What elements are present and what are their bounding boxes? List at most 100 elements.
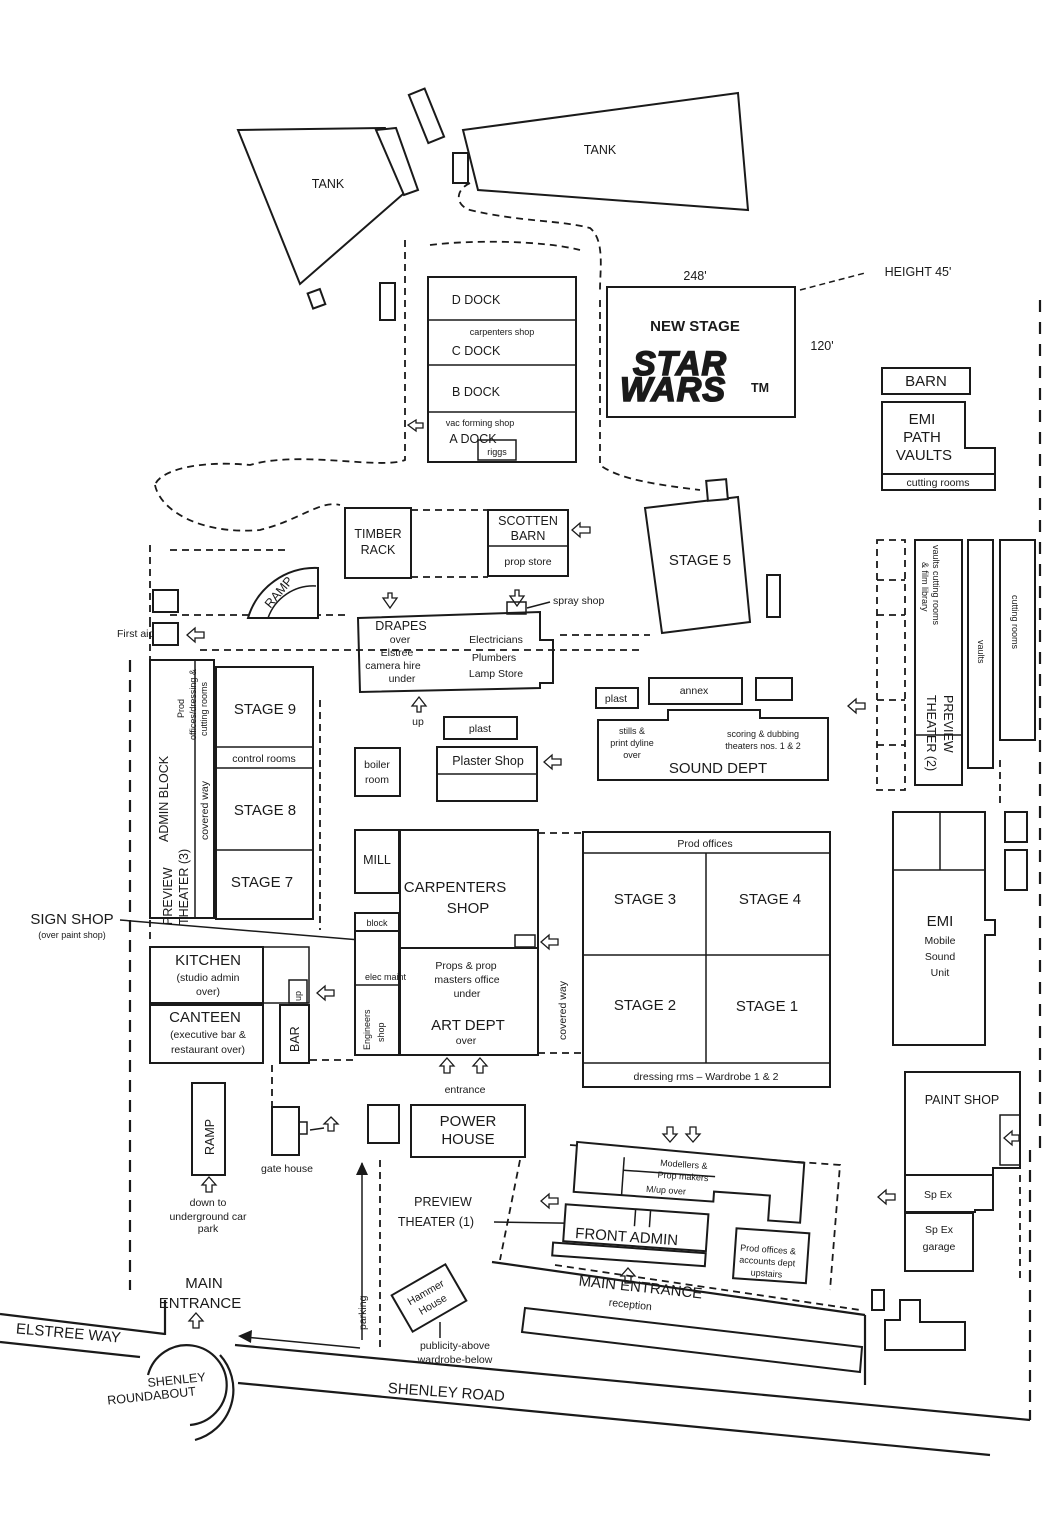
svg-text:dressing rms – Wardrobe 1 & 2: dressing rms – Wardrobe 1 & 2 bbox=[634, 1071, 779, 1083]
parking-label: parking bbox=[357, 1295, 369, 1330]
svg-text:STAGE 5: STAGE 5 bbox=[669, 552, 731, 569]
svg-text:offices/dressing &: offices/dressing & bbox=[188, 669, 198, 740]
svg-text:MILL: MILL bbox=[363, 853, 391, 867]
sign-shop-pointer bbox=[119, 919, 361, 941]
first-aid-hut bbox=[152, 622, 179, 646]
svg-text:TM: TM bbox=[751, 381, 769, 395]
roundabout-label: SHENLEY bbox=[147, 1370, 207, 1390]
new-stage-height: HEIGHT 45' bbox=[885, 265, 952, 279]
new-stage-title: NEW STAGE bbox=[650, 318, 740, 335]
svg-text:under: under bbox=[454, 988, 481, 1000]
svg-text:TIMBER: TIMBER bbox=[354, 527, 401, 541]
tank-right-label: TANK bbox=[584, 143, 617, 157]
stage-8-label: STAGE 8 bbox=[234, 802, 296, 819]
svg-text:WARS: WARS bbox=[620, 371, 726, 409]
emi-path-vaults: EMI PATH VAULTS cutting rooms bbox=[881, 401, 996, 491]
roads: ELSTREE WAY SHENLEY ROAD SHENLEY ROUNDAB… bbox=[0, 1312, 1031, 1457]
tank-right: TANK bbox=[452, 91, 750, 212]
svg-text:(over paint shop): (over paint shop) bbox=[38, 930, 106, 940]
svg-text:POWER: POWER bbox=[440, 1113, 497, 1130]
svg-text:over: over bbox=[623, 750, 641, 760]
svg-text:EMI: EMI bbox=[909, 411, 936, 428]
svg-text:EMI: EMI bbox=[927, 913, 954, 930]
svg-text:SHOP: SHOP bbox=[447, 900, 490, 917]
svg-text:Plaster Shop: Plaster Shop bbox=[452, 754, 524, 768]
hut-near-docks bbox=[379, 282, 396, 321]
svg-text:cutting rooms: cutting rooms bbox=[906, 477, 969, 489]
svg-text:CARPENTERS: CARPENTERS bbox=[404, 879, 507, 896]
svg-text:Unit: Unit bbox=[931, 967, 950, 979]
svg-text:STAR: STAR bbox=[633, 345, 727, 383]
svg-text:Plumbers: Plumbers bbox=[472, 652, 516, 664]
svg-text:camera hire: camera hire bbox=[365, 660, 421, 672]
stage-2-label: STAGE 2 bbox=[614, 997, 676, 1014]
timber-rack: TIMBER RACK bbox=[344, 507, 412, 579]
svg-text:underground car: underground car bbox=[169, 1211, 247, 1223]
svg-text:SCOTTEN: SCOTTEN bbox=[498, 514, 558, 528]
svg-text:(executive bar &: (executive bar & bbox=[170, 1029, 246, 1041]
new-stage: 248' HEIGHT 45' 120' NEW STAGE STAR WARS… bbox=[606, 265, 952, 418]
stages-9-8-7: STAGE 9 control rooms STAGE 8 STAGE 7 bbox=[215, 666, 314, 920]
svg-text:BAR: BAR bbox=[288, 1026, 302, 1052]
stage-1-label: STAGE 1 bbox=[736, 998, 798, 1015]
svg-text:RACK: RACK bbox=[361, 543, 396, 557]
scotten-barn: SCOTTEN BARN prop store bbox=[487, 509, 569, 577]
ramp-bottom: RAMP bbox=[191, 1082, 226, 1176]
hut-far-right bbox=[871, 1289, 885, 1311]
svg-text:RAMP: RAMP bbox=[203, 1119, 217, 1155]
svg-text:vaults: vaults bbox=[976, 640, 986, 664]
svg-text:Engineers: Engineers bbox=[362, 1009, 372, 1050]
svg-text:prop store: prop store bbox=[504, 556, 551, 568]
plaster-shop: plast Plaster Shop bbox=[436, 716, 538, 802]
svg-text:over: over bbox=[390, 634, 411, 646]
svg-text:garage: garage bbox=[923, 1241, 956, 1253]
svg-text:cutting rooms: cutting rooms bbox=[1010, 595, 1020, 650]
svg-text:Electricians: Electricians bbox=[469, 634, 523, 646]
riggs-label: riggs bbox=[487, 447, 507, 457]
svg-text:park: park bbox=[198, 1223, 219, 1235]
canteen: CANTEEN (executive bar & restaurant over… bbox=[149, 1004, 310, 1064]
star-wars-logo: STAR WARS TM bbox=[619, 344, 769, 410]
svg-text:masters office: masters office bbox=[434, 974, 499, 986]
d-dock-label: D DOCK bbox=[452, 293, 501, 307]
svg-text:plast: plast bbox=[469, 723, 491, 735]
svg-text:Sp Ex: Sp Ex bbox=[925, 1224, 954, 1236]
entrance-label: entrance bbox=[445, 1084, 486, 1096]
svg-text:PAINT SHOP: PAINT SHOP bbox=[925, 1093, 1000, 1107]
svg-text:Sp Ex: Sp Ex bbox=[924, 1189, 953, 1201]
svg-text:reception: reception bbox=[608, 1297, 652, 1313]
tank-left-hut bbox=[306, 287, 327, 310]
modellers-front-admin: Modellers & Prop makers M/up over FRONT … bbox=[551, 1140, 811, 1285]
new-stage-depth: 120' bbox=[810, 339, 833, 353]
svg-text:up: up bbox=[293, 991, 303, 1001]
svg-text:BARN: BARN bbox=[905, 373, 947, 390]
mill: MILL bbox=[354, 829, 400, 894]
svg-text:Lamp Store: Lamp Store bbox=[469, 668, 523, 680]
main-entrance-left-label: MAIN bbox=[185, 1275, 223, 1292]
svg-text:Prop makers: Prop makers bbox=[657, 1170, 709, 1184]
svg-text:PATH: PATH bbox=[903, 429, 941, 446]
arrow-a-dock bbox=[406, 418, 424, 433]
svg-text:elec maint: elec maint bbox=[365, 972, 407, 982]
stage-3-label: STAGE 3 bbox=[614, 891, 676, 908]
shenley-road-label: SHENLEY ROAD bbox=[387, 1380, 505, 1405]
ramp-top: RAMP bbox=[246, 566, 319, 619]
svg-text:CANTEEN: CANTEEN bbox=[169, 1009, 241, 1026]
sign-shop-label: SIGN SHOP bbox=[30, 911, 113, 928]
svg-text:(studio admin: (studio admin bbox=[176, 972, 239, 984]
stage-7-label: STAGE 7 bbox=[231, 874, 293, 891]
svg-text:KITCHEN: KITCHEN bbox=[175, 952, 241, 969]
svg-text:Sound: Sound bbox=[925, 951, 956, 963]
svg-text:Prod offices &: Prod offices & bbox=[740, 1243, 796, 1257]
new-stage-width: 248' bbox=[683, 269, 706, 283]
sound-dept: plast annex stills & print dyline over s… bbox=[595, 677, 829, 781]
svg-text:stills &: stills & bbox=[619, 726, 645, 736]
gate-house: gate house bbox=[261, 1106, 313, 1175]
svg-text:cutting rooms: cutting rooms bbox=[199, 681, 209, 736]
svg-text:covered way: covered way bbox=[199, 780, 211, 840]
svg-text:BARN: BARN bbox=[511, 529, 546, 543]
svg-text:restaurant over): restaurant over) bbox=[171, 1044, 245, 1056]
b-dock-label: B DOCK bbox=[452, 385, 501, 399]
a-dock-label: A DOCK bbox=[449, 432, 497, 446]
svg-text:over): over) bbox=[196, 986, 220, 998]
